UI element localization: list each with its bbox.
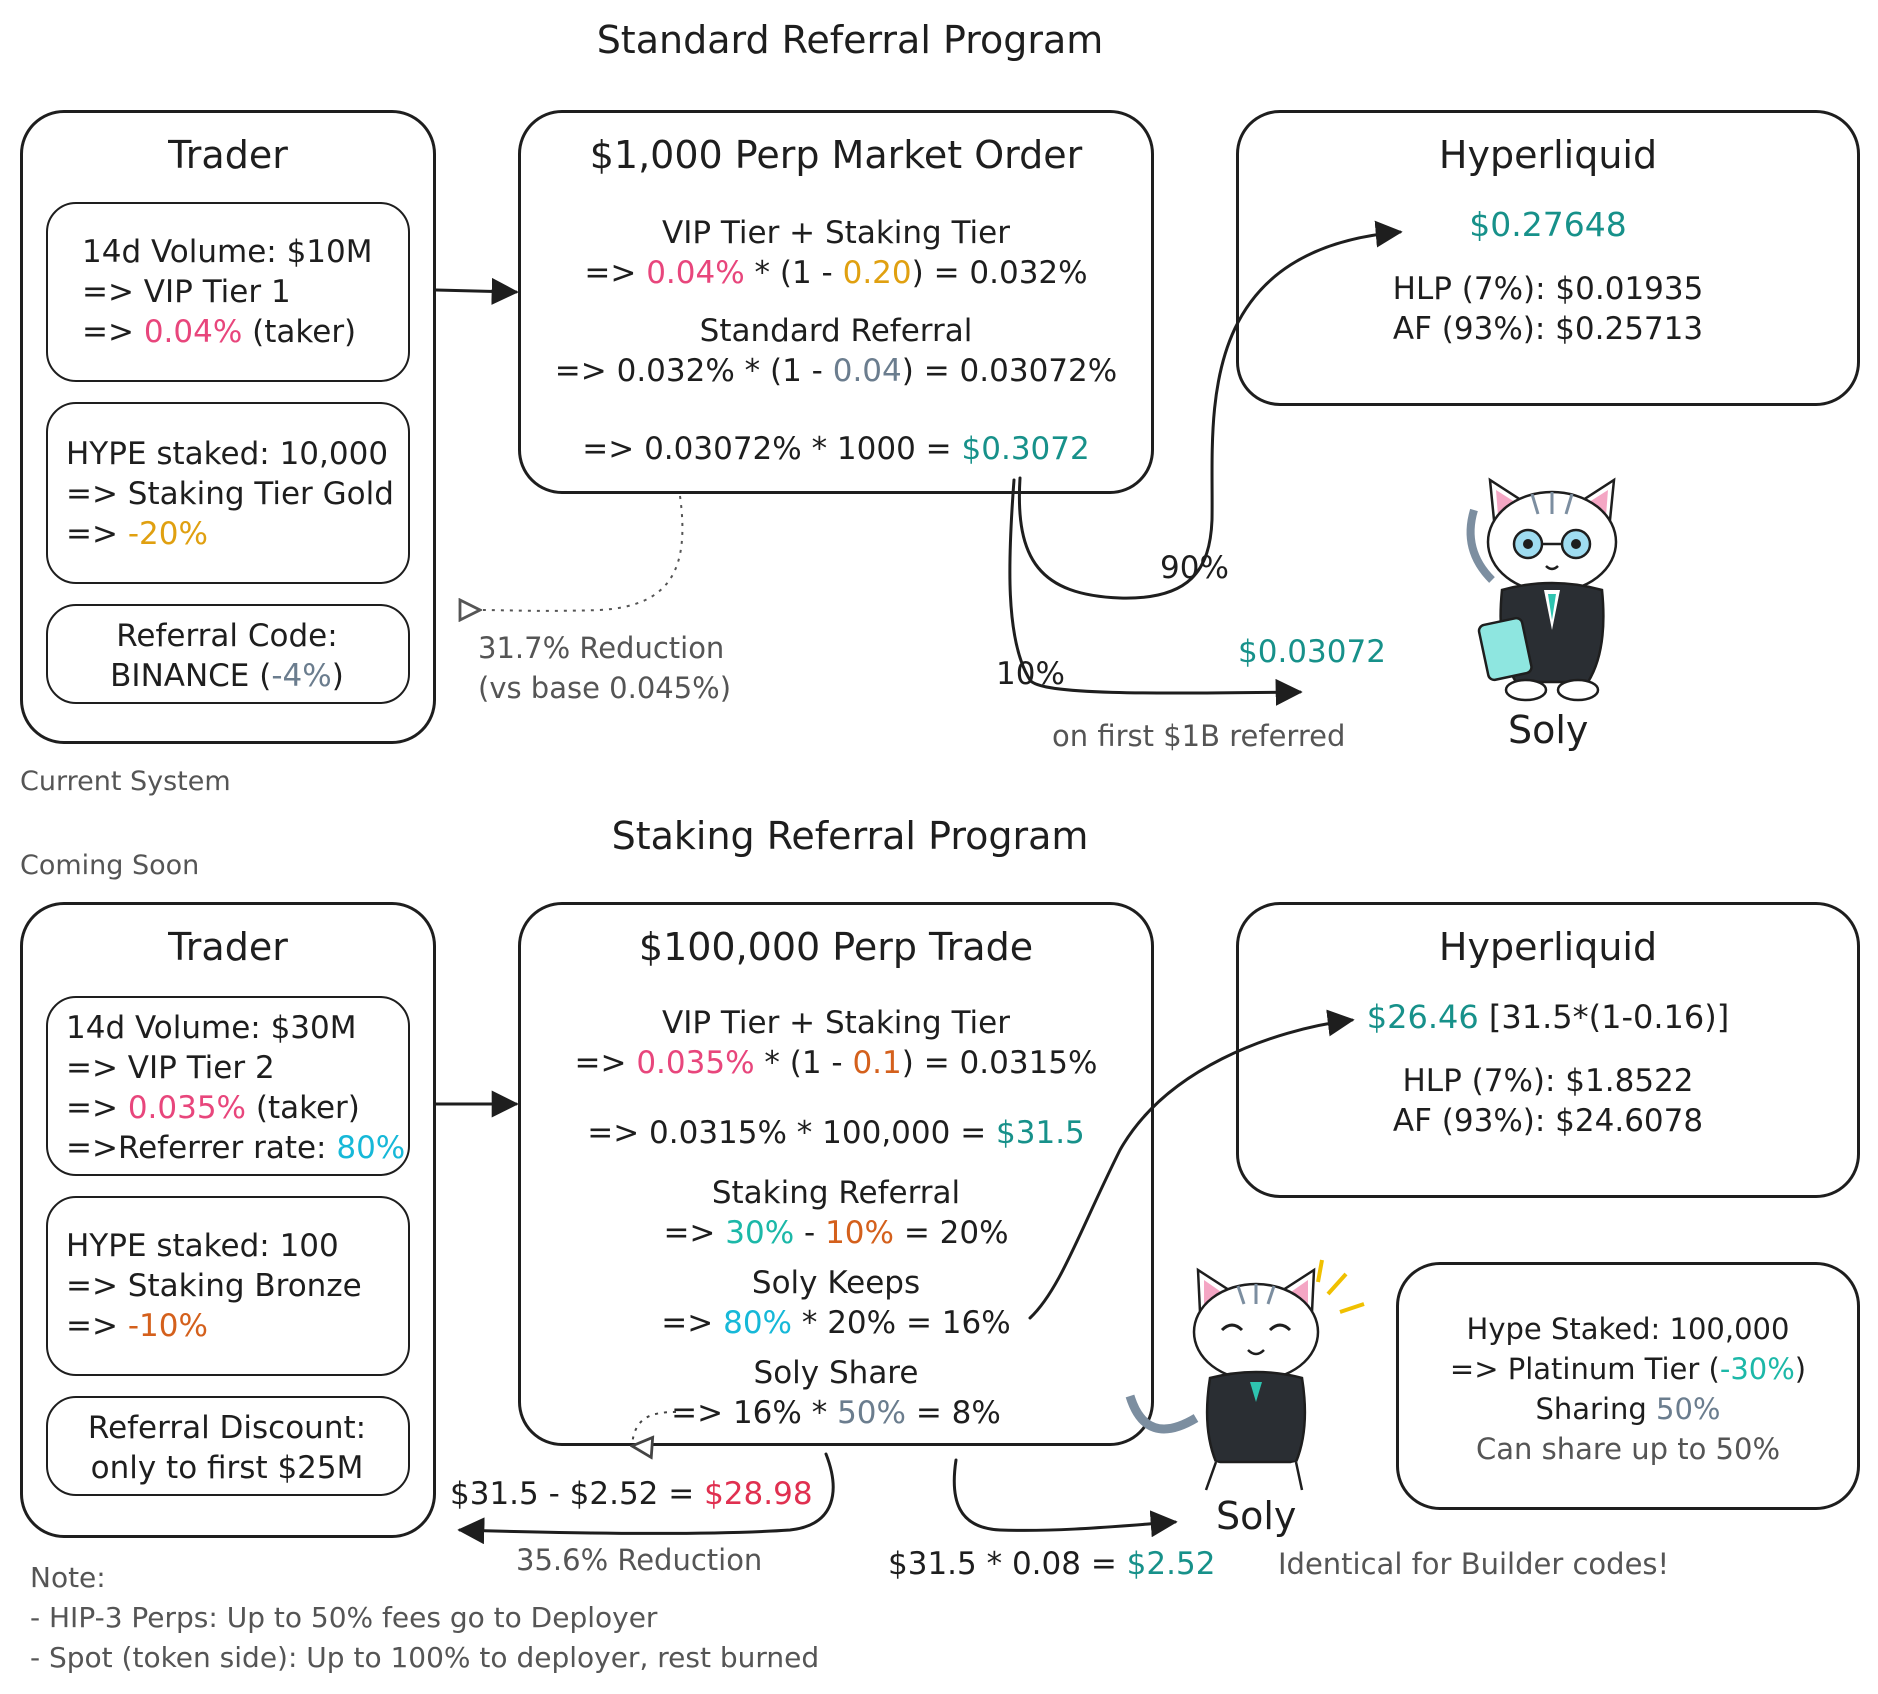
hlp-share: HLP (7%): $1.8522 xyxy=(1402,1063,1694,1099)
reduction-base-label: (vs base 0.045%) xyxy=(478,671,732,705)
vip-staking-formula: => 0.04% * (1 - 0.20) = 0.032% xyxy=(584,255,1088,291)
volume-line: 14d Volume: $10M xyxy=(82,234,373,270)
taker-rate-line: => 0.04% (taker) xyxy=(82,314,357,350)
arrow-90-to-hyperliquid xyxy=(1017,220,1403,600)
share-limit-line: Can share up to 50% xyxy=(1475,1432,1781,1466)
hyperliquid-title: Hyperliquid xyxy=(1438,133,1658,177)
trader-title: Trader xyxy=(168,925,288,969)
hype-staked-line: Hype Staked: 100,000 xyxy=(1466,1312,1790,1346)
referral-code-label: Referral Code: xyxy=(116,618,338,654)
dotted-reduction-arrow-top xyxy=(478,495,684,611)
vip-tier-line: => VIP Tier 1 xyxy=(82,274,291,310)
soly-staking-box: Hype Staked: 100,000 => Platinum Tier (-… xyxy=(1396,1262,1860,1510)
taker-rate-line: => 0.035% (taker) xyxy=(66,1090,360,1126)
volume-line: 14d Volume: $30M xyxy=(66,1010,357,1046)
vip-staking-heading: VIP Tier + Staking Tier xyxy=(662,215,1010,251)
arrow-trade-to-net-fee xyxy=(457,1452,835,1545)
staking-referral-formula: => 30% - 10% = 20% xyxy=(663,1215,1009,1251)
af-share: AF (93%): $24.6078 xyxy=(1392,1103,1704,1139)
hyperliquid-title: Hyperliquid xyxy=(1438,925,1658,969)
arrow-10-to-referrer xyxy=(1008,478,1303,706)
note-line-2: - Spot (token side): Up to 100% to deplo… xyxy=(30,1641,820,1674)
split-10-label: 10% xyxy=(996,656,1065,692)
hyperliquid-box-bottom: Hyperliquid $26.46 [31.5*(1-0.16)] HLP (… xyxy=(1236,902,1860,1198)
current-system-label: Current System xyxy=(20,766,231,797)
soly-share-heading: Soly Share xyxy=(753,1355,919,1391)
note-heading: Note: xyxy=(30,1561,106,1594)
standard-referral-formula: => 0.032% * (1 - 0.04) = 0.03072% xyxy=(554,353,1118,389)
order-title: $1,000 Perp Market Order xyxy=(589,133,1083,177)
rebate-line: $31.5 * 0.08 = $2.52 xyxy=(888,1546,1216,1582)
hyperliquid-amount-line: $26.46 [31.5*(1-0.16)] xyxy=(1366,998,1730,1036)
cat-mascot-waving-icon xyxy=(1125,1259,1365,1492)
reduction-label-bottom: 35.6% Reduction xyxy=(516,1543,763,1577)
staking-tier-line: => Staking Bronze xyxy=(66,1268,362,1304)
soly-share-formula: => 16% * 50% = 8% xyxy=(671,1395,1001,1431)
dotted-soly-share-pointer xyxy=(632,1411,677,1446)
referral-discount-limit: only to first $25M xyxy=(90,1450,364,1486)
standard-referral-heading: Standard Referral xyxy=(699,313,973,349)
af-share: AF (93%): $0.25713 xyxy=(1392,311,1704,347)
net-fee-line: $31.5 - $2.52 = $28.98 xyxy=(450,1476,813,1512)
staked-line: HYPE staked: 10,000 xyxy=(66,436,389,472)
cat-mascot-glasses-icon xyxy=(1466,477,1618,702)
staked-box-bottom: HYPE staked: 100 => Staking Bronze => -1… xyxy=(46,1196,410,1376)
vip-tier-line: => VIP Tier 2 xyxy=(66,1050,275,1086)
builder-codes-note: Identical for Builder codes! xyxy=(1278,1547,1670,1581)
split-90-label: 90% xyxy=(1160,550,1229,586)
vip-staking-heading: VIP Tier + Staking Tier xyxy=(662,1005,1010,1041)
staking-tier-line: => Staking Tier Gold xyxy=(66,476,394,512)
referral-discount-box: Referral Discount: only to first $25M xyxy=(46,1396,410,1496)
note-line-1: - HIP-3 Perps: Up to 50% fees go to Depl… xyxy=(30,1601,658,1634)
trade-box-bottom: $100,000 Perp Trade VIP Tier + Staking T… xyxy=(518,902,1154,1446)
referral-discount-label: Referral Discount: xyxy=(87,1410,367,1446)
staked-box-top: HYPE staked: 10,000 => Staking Tier Gold… xyxy=(46,402,410,584)
reduction-label-top: 31.7% Reduction xyxy=(478,631,725,665)
standard-program-title: Standard Referral Program xyxy=(596,18,1104,62)
fee-total-line: => 0.0315% * 100,000 = $31.5 xyxy=(587,1115,1085,1151)
soly-keeps-formula: => 80% * 20% = 16% xyxy=(661,1305,1011,1341)
staking-referral-heading: Staking Referral xyxy=(711,1175,961,1211)
referrer-note: on first $1B referred xyxy=(1052,719,1346,753)
fee-total-line: => 0.03072% * 1000 = $0.3072 xyxy=(582,431,1090,467)
volume-box-top: 14d Volume: $10M => VIP Tier 1 => 0.04% … xyxy=(46,202,410,382)
vip-staking-formula: => 0.035% * (1 - 0.1) = 0.0315% xyxy=(574,1045,1098,1081)
referrer-amount: $0.03072 xyxy=(1238,634,1386,670)
referral-code-value: BINANCE (-4%) xyxy=(110,658,344,694)
referral-code-box: Referral Code: BINANCE (-4%) xyxy=(46,604,410,704)
soly-label-bottom: Soly xyxy=(1216,1494,1297,1538)
trader-title: Trader xyxy=(168,133,288,177)
staking-discount-line: => -10% xyxy=(66,1308,208,1344)
volume-box-bottom: 14d Volume: $30M => VIP Tier 2 => 0.035%… xyxy=(46,996,410,1176)
arrow-trader-to-order-top xyxy=(434,277,519,305)
staked-line: HYPE staked: 100 xyxy=(66,1228,339,1264)
soly-keeps-heading: Soly Keeps xyxy=(751,1265,921,1301)
arrow-trade-to-soly xyxy=(952,1458,1178,1538)
arrow-to-hyperliquid-bottom xyxy=(1028,1009,1355,1320)
sharing-line: Sharing 50% xyxy=(1535,1392,1721,1426)
coming-soon-label: Coming Soon xyxy=(20,850,200,881)
hyperliquid-amount: $0.27648 xyxy=(1469,205,1627,244)
staking-discount-line: => -20% xyxy=(66,516,208,552)
referrer-rate-line: =>Referrer rate: 80% xyxy=(66,1130,406,1166)
soly-label-top: Soly xyxy=(1508,708,1589,752)
order-box-top: $1,000 Perp Market Order VIP Tier + Stak… xyxy=(518,110,1154,494)
hlp-share: HLP (7%): $0.01935 xyxy=(1392,271,1704,307)
staking-program-title: Staking Referral Program xyxy=(611,814,1089,858)
trade-title: $100,000 Perp Trade xyxy=(638,925,1034,969)
platinum-tier-line: => Platinum Tier (-30%) xyxy=(1449,1352,1807,1386)
hyperliquid-box-top: Hyperliquid $0.27648 HLP (7%): $0.01935 … xyxy=(1236,110,1860,406)
